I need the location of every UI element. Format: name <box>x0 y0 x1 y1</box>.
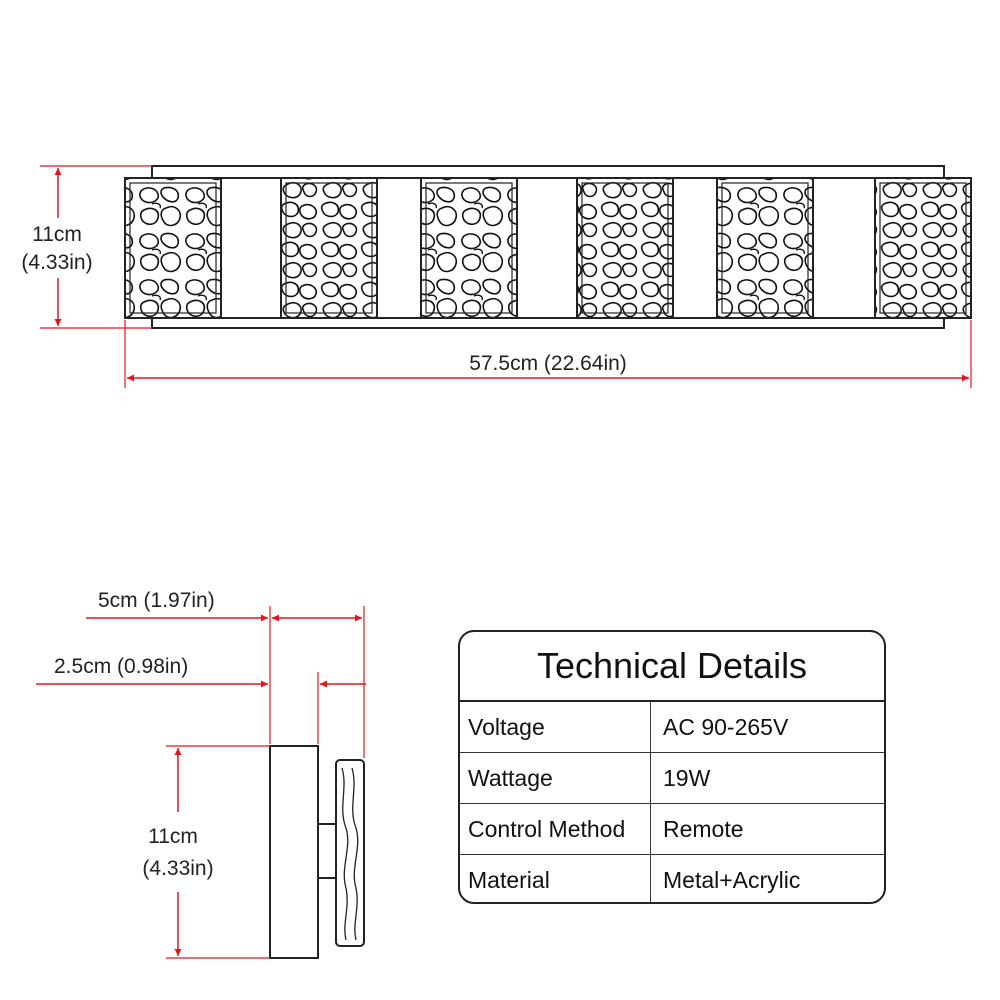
side-shade <box>335 759 365 947</box>
spec-value-voltage: AC 90-265V <box>663 713 789 740</box>
spec-value-control-method: Remote <box>663 815 744 842</box>
spec-key-material: Material <box>460 855 651 902</box>
shade-1 <box>124 177 222 319</box>
side-backplate <box>269 745 319 959</box>
side-depth-shade-label: 2.5cm (0.98in) <box>54 655 188 678</box>
side-shade-texture <box>341 767 359 941</box>
side-view: 5cm (1.97in) 2.5cm (0.98in) 11cm (4.33in… <box>36 589 366 959</box>
spec-value-wattage: 19W <box>663 764 711 791</box>
side-height-label-in: (4.33in) <box>142 857 213 880</box>
front-width-label: 57.5cm (22.64in) <box>469 352 627 375</box>
front-height-label-in: (4.33in) <box>21 251 92 274</box>
shade-3 <box>420 177 518 319</box>
spec-key-voltage: Voltage <box>460 702 651 752</box>
side-height-label-cm: 11cm <box>148 825 198 848</box>
table-row: Control Method Remote <box>460 804 884 855</box>
technical-details-title: Technical Details <box>460 632 884 702</box>
front-height-label-cm: 11cm <box>32 223 82 246</box>
table-row: Voltage AC 90-265V <box>460 702 884 753</box>
table-row: Material Metal+Acrylic <box>460 855 884 902</box>
table-row: Wattage 19W <box>460 753 884 804</box>
side-depth-total-label: 5cm (1.97in) <box>98 589 215 612</box>
front-view: 11cm (4.33in) 57.5cm (22.64in) <box>21 165 972 388</box>
spec-key-control-method: Control Method <box>460 804 651 854</box>
shade-5 <box>716 177 814 319</box>
fixture-bar <box>124 177 972 319</box>
shade-4 <box>576 177 674 319</box>
spec-value-material: Metal+Acrylic <box>663 867 801 893</box>
technical-details-table: Technical Details Voltage AC 90-265V Wat… <box>458 630 886 904</box>
shade-2 <box>280 177 378 319</box>
side-arm <box>317 823 337 879</box>
shade-6 <box>874 177 972 319</box>
spec-key-wattage: Wattage <box>460 753 651 803</box>
